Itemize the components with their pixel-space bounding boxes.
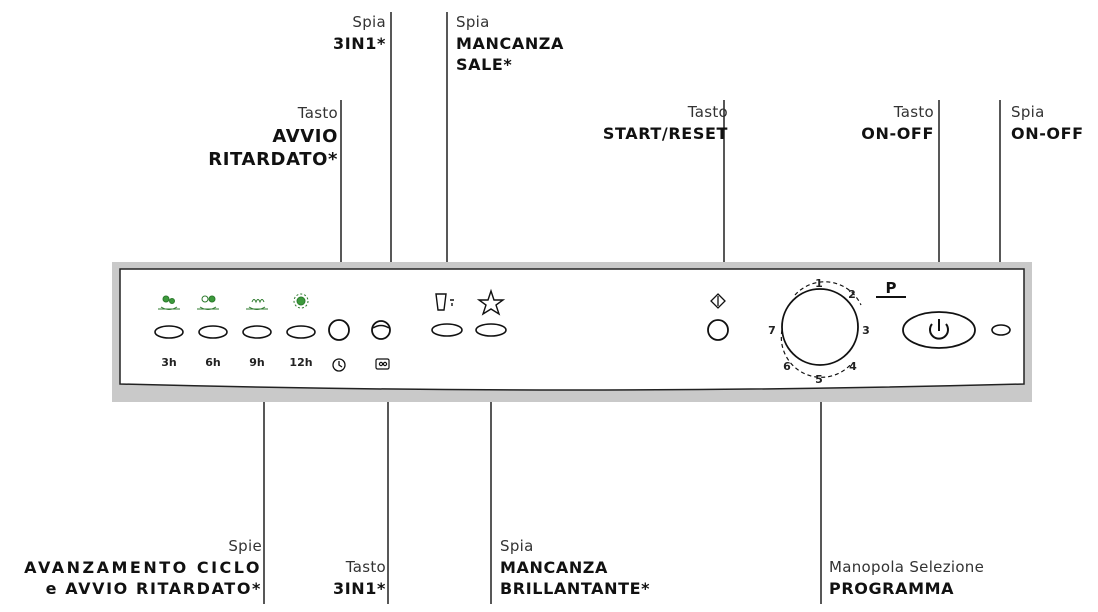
dial-num-2: 2: [848, 288, 856, 301]
3in1-tablet-icon: [375, 358, 390, 370]
panel-text: 3h 6h 9h 12h P 1 2 3 4 5 6 7: [161, 277, 896, 386]
label-spia-mancanza-sale: Spia MANCANZA SALE*: [456, 12, 564, 75]
label-spia-sale-line3: SALE*: [456, 55, 513, 74]
label-spia-3in1: Spia 3IN1*: [333, 12, 386, 54]
led-6h: [198, 325, 228, 339]
3in1-button: [371, 320, 391, 340]
dial-num-6: 6: [783, 360, 791, 373]
label-avanzamento-line2: AVANZAMENTO CICLO: [24, 558, 262, 577]
delay-12h: 12h: [289, 356, 312, 369]
label-manopola-programma: Manopola Selezione PROGRAMMA: [829, 557, 984, 599]
label-spia-mancanza-brillantante: Spia MANCANZA BRILLANTANTE*: [500, 536, 650, 599]
rinse-aid-star-icon: [476, 288, 506, 316]
label-brillantante-line3: BRILLANTANTE*: [500, 579, 651, 598]
program-dial: [780, 281, 862, 378]
end-phase-icon: [293, 293, 309, 309]
label-avvio-line2: AVVIO: [272, 126, 338, 147]
label-spia-3in1-line1: Spia: [352, 13, 386, 31]
led-brillantante: [475, 323, 507, 337]
label-avvio-line3: RITARDATO*: [208, 149, 338, 170]
label-avanzamento-line1: Spie: [228, 537, 262, 555]
label-spia-onoff-line1: Spia: [1011, 103, 1045, 121]
led-on-off: [991, 324, 1011, 336]
label-tasto-on-off: Tasto ON-OFF: [861, 102, 934, 144]
delay-clock-icon: [332, 358, 346, 372]
dry-phase-icon: [197, 295, 219, 310]
wash-phase-icon: [158, 295, 180, 310]
program-marker: P: [886, 279, 897, 297]
led-3h: [154, 325, 184, 339]
start-reset-icon: [710, 293, 726, 309]
label-start-reset-line2: START/RESET: [602, 124, 728, 143]
label-tasto-3in1: Tasto 3IN1*: [333, 557, 386, 599]
dial-num-5: 5: [815, 373, 823, 386]
phase-icons: [158, 293, 309, 310]
leader-lines: [263, 12, 1001, 604]
label-manopola-line1: Manopola Selezione: [829, 558, 985, 576]
label-tasto-3in1-line1: Tasto: [345, 558, 386, 576]
label-brillantante-line1: Spia: [500, 537, 534, 555]
delay-6h: 6h: [205, 356, 221, 369]
steam-phase-icon: [246, 299, 268, 310]
avvio-ritardato-button: [328, 319, 350, 341]
label-tasto-3in1-line2: 3IN1*: [333, 579, 386, 598]
label-tasto-onoff-line2: ON-OFF: [861, 124, 934, 143]
led-9h: [242, 325, 272, 339]
label-spia-on-off: Spia ON-OFF: [1011, 102, 1084, 144]
label-brillantante-line2: MANCANZA: [500, 558, 608, 577]
label-tasto-onoff-line1: Tasto: [893, 103, 934, 121]
label-tasto-avvio-ritardato: Tasto AVVIO RITARDATO*: [208, 102, 338, 171]
dial-num-1: 1: [815, 277, 823, 290]
dial-num-7: 7: [768, 324, 776, 337]
label-manopola-line2: PROGRAMMA: [829, 579, 955, 598]
label-spie-avanzamento: Spie AVANZAMENTO CICLO e AVVIO RITARDATO…: [24, 536, 262, 599]
delay-3h: 3h: [161, 356, 177, 369]
label-start-reset-line1: Tasto: [687, 103, 728, 121]
label-spia-sale-line1: Spia: [456, 13, 490, 31]
delay-9h: 9h: [249, 356, 265, 369]
label-spia-sale-line2: MANCANZA: [456, 34, 564, 53]
dial-num-4: 4: [849, 360, 857, 373]
dial-num-3: 3: [862, 324, 870, 337]
led-12h: [286, 325, 316, 339]
label-avanzamento-line3: e AVVIO RITARDATO*: [45, 579, 262, 598]
salt-icon: [435, 293, 454, 311]
label-avvio-line1: Tasto: [297, 104, 338, 122]
label-spia-3in1-line2: 3IN1*: [333, 34, 386, 53]
led-ovals: [154, 323, 1011, 339]
power-button: [902, 311, 976, 349]
buttons: [328, 319, 729, 341]
label-tasto-start-reset: Tasto START/RESET: [603, 102, 728, 144]
start-reset-button: [707, 319, 729, 341]
power-icon: [929, 319, 949, 340]
label-spia-onoff-line2: ON-OFF: [1011, 124, 1084, 143]
led-sale: [431, 323, 463, 337]
